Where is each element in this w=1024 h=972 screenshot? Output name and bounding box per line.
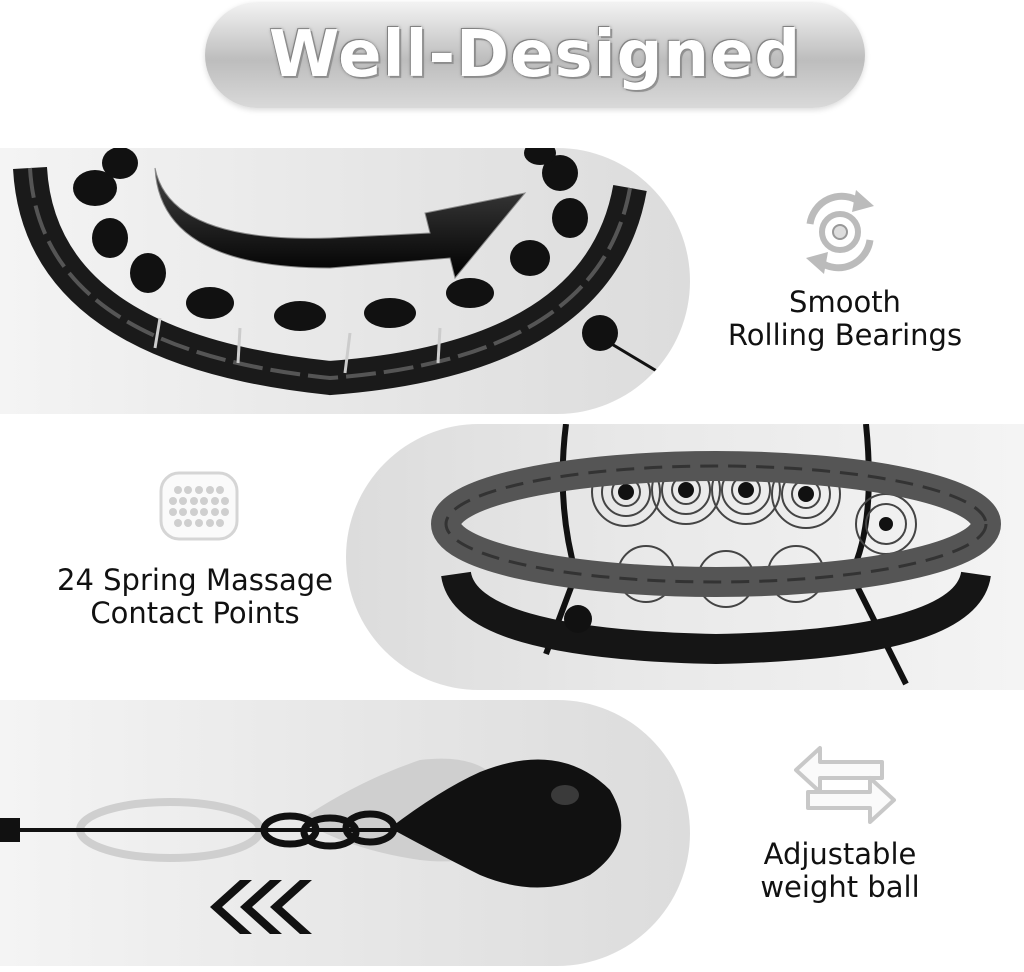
massage-nodes-icon: [158, 470, 240, 542]
bearings-image-panel: [0, 148, 690, 414]
page-title: Well-Designed: [268, 18, 802, 92]
rotation-icon: [790, 184, 890, 280]
feature-line: Smooth: [789, 285, 901, 319]
bearings-product-image: [13, 148, 661, 396]
feature-line: weight ball: [760, 870, 920, 904]
feature-label-weight-ball: Adjustable weight ball: [705, 838, 975, 904]
feature-line: Rolling Bearings: [727, 318, 963, 352]
title-pill: [205, 2, 865, 108]
feature-line: Contact Points: [90, 596, 300, 630]
feature-line: Adjustable: [763, 837, 917, 871]
weight-ball-product-image: [0, 758, 622, 934]
feature-line: 24 Spring Massage: [57, 563, 333, 597]
massage-product-image: [431, 424, 1001, 686]
feature-label-massage: 24 Spring Massage Contact Points: [20, 564, 370, 630]
massage-image-panel: [346, 424, 1024, 690]
feature-label-bearings: Smooth Rolling Bearings: [700, 286, 990, 352]
weight-ball-image-panel: [0, 700, 690, 966]
swap-arrows-icon: [790, 740, 900, 830]
